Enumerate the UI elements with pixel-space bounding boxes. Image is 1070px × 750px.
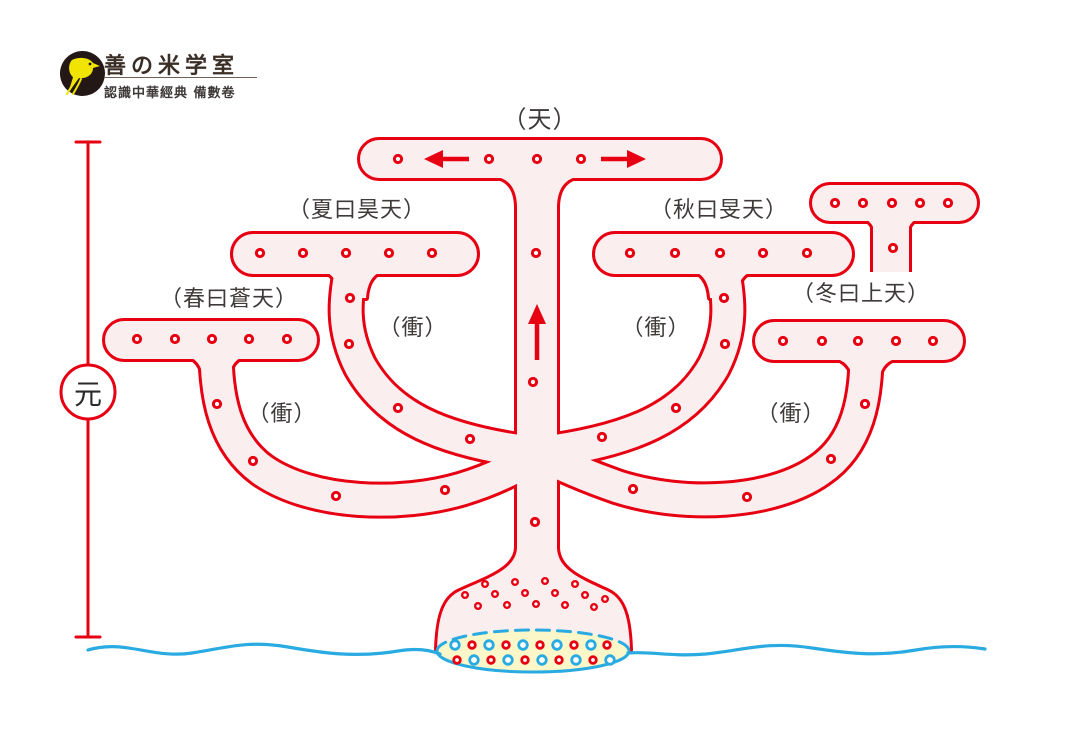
logo-title: 善の米学室 bbox=[104, 53, 240, 79]
qi-dots bbox=[131, 153, 954, 612]
label-summer-sky: （夏曰昊天） bbox=[287, 198, 427, 223]
label-winter-sky: （冬曰上天） bbox=[791, 282, 931, 307]
label-sky: （天） bbox=[502, 105, 578, 134]
water-line bbox=[86, 642, 987, 657]
label-origin: 元 bbox=[73, 378, 103, 411]
flow-arrows bbox=[424, 150, 646, 360]
pool-bottom-edge bbox=[435, 650, 631, 674]
logo-badge bbox=[60, 51, 105, 96]
pool-dashed-surface bbox=[435, 628, 631, 653]
origin-scale-bracket bbox=[59, 140, 117, 639]
label-spring-sky: （春曰蒼天） bbox=[159, 287, 299, 312]
label-autumn-sky: （秋曰旻天） bbox=[649, 198, 789, 223]
label-chong-lower-left: （衝） bbox=[247, 402, 317, 427]
label-chong-upper-left: （衝） bbox=[378, 316, 448, 341]
logo-subtitle: 認識中華經典 備數卷 bbox=[104, 86, 236, 101]
origin-circle bbox=[59, 363, 117, 421]
label-chong-lower-right: （衝） bbox=[756, 402, 826, 427]
water-pool bbox=[435, 628, 631, 674]
logo-divider bbox=[104, 77, 257, 78]
bird-icon bbox=[66, 57, 100, 95]
label-chong-upper-right: （衝） bbox=[621, 316, 691, 341]
